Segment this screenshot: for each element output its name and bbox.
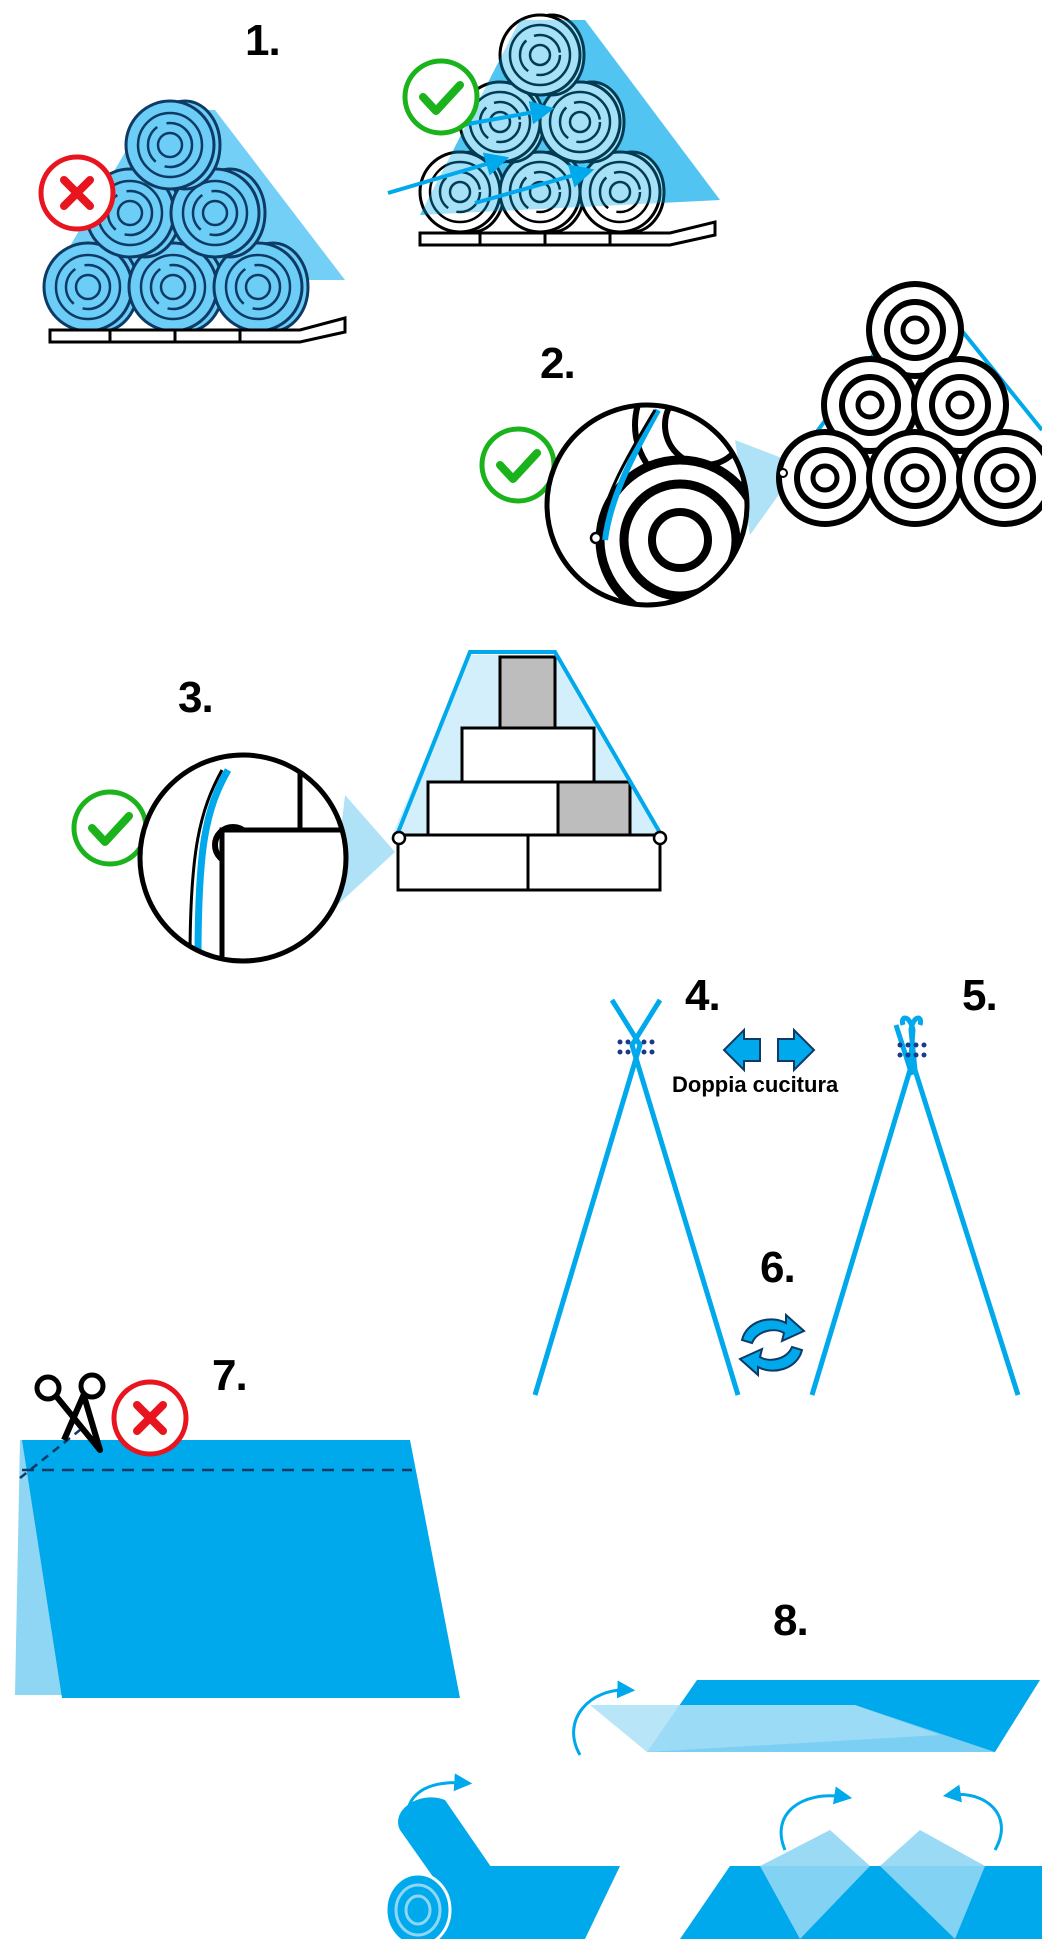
left-right-arrows-icon bbox=[723, 1029, 815, 1071]
rotate-arrows-icon bbox=[738, 1312, 806, 1378]
step-7-number: 7. bbox=[212, 1351, 247, 1400]
correct-roll-stack bbox=[387, 13, 720, 247]
check-circle-icon bbox=[405, 61, 477, 133]
folding-sheet-bottom bbox=[680, 1784, 1042, 1939]
curved-arrow-icon bbox=[572, 1680, 636, 1756]
pallet bbox=[48, 316, 347, 344]
pallet bbox=[418, 220, 717, 247]
cross-circle-icon bbox=[114, 1382, 186, 1454]
check-circle-icon bbox=[482, 429, 554, 501]
step-3-number: 3. bbox=[178, 673, 213, 722]
cross-circle-icon bbox=[41, 157, 113, 229]
rolling-sheet bbox=[384, 1773, 620, 1939]
curved-arrow-icon bbox=[405, 1773, 473, 1831]
curved-arrow-icon bbox=[779, 1786, 853, 1851]
scissors-icon bbox=[34, 1372, 106, 1453]
check-circle-icon bbox=[74, 792, 146, 864]
step-1-number: 1. bbox=[245, 16, 280, 65]
wrong-roll-stack bbox=[42, 99, 347, 344]
zoom-detail-circle bbox=[544, 402, 800, 608]
step-6-number: 6. bbox=[760, 1243, 795, 1292]
stacked-rolls-cross-section bbox=[779, 284, 1042, 524]
step-4-number: 4. bbox=[685, 971, 720, 1020]
step-5-number: 5. bbox=[962, 971, 997, 1020]
step-8-number: 8. bbox=[773, 1596, 808, 1645]
curved-arrow-icon bbox=[942, 1784, 1003, 1851]
double-stitch-label: Doppia cucitura bbox=[672, 1072, 839, 1097]
cover-seam-open bbox=[532, 998, 741, 1396]
step-2-number: 2. bbox=[540, 339, 575, 388]
folding-sheet-top bbox=[572, 1680, 1040, 1756]
cover-seam-closed bbox=[809, 1015, 1021, 1396]
zoom-detail-circle bbox=[137, 752, 395, 964]
stacked-boxes bbox=[390, 650, 668, 892]
cut-sheet bbox=[15, 1429, 460, 1698]
